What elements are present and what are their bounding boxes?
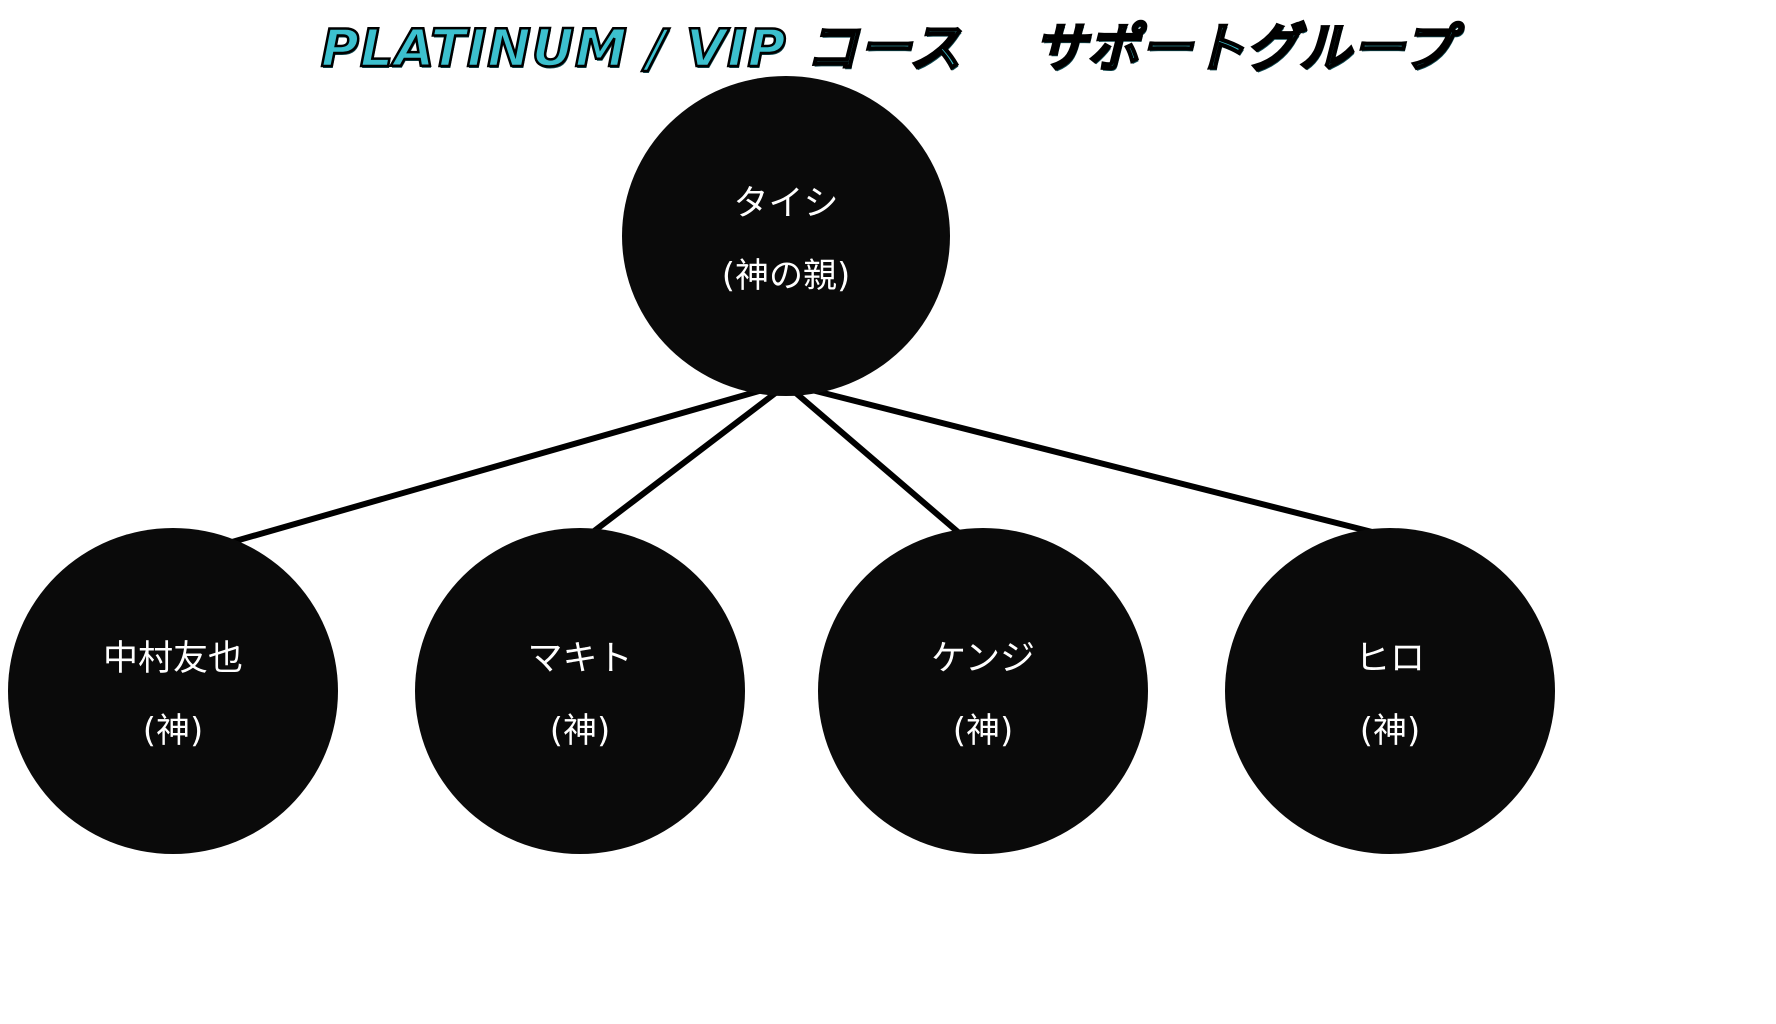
org-node-child-1-name: マキト bbox=[527, 639, 633, 679]
org-node-child-3-name: ヒロ bbox=[1354, 639, 1425, 679]
org-node-child-3: ヒロ (神) bbox=[1225, 528, 1555, 854]
connector-line-root-child-0 bbox=[231, 382, 781, 545]
org-node-child-0: 中村友也 (神) bbox=[8, 528, 338, 854]
org-node-child-2: ケンジ (神) bbox=[818, 528, 1148, 854]
connector-line-root-child-1 bbox=[583, 385, 784, 541]
org-node-root-name: タイシ bbox=[733, 184, 839, 224]
connector-line-root-child-2 bbox=[788, 385, 967, 541]
org-node-root-role: (神の親) bbox=[721, 256, 851, 296]
org-node-child-2-name: ケンジ bbox=[931, 639, 1035, 679]
org-node-child-0-name: 中村友也 bbox=[102, 639, 243, 679]
org-node-child-1: マキト (神) bbox=[415, 528, 745, 854]
org-node-child-1-role: (神) bbox=[549, 711, 611, 751]
connector-line-root-child-3 bbox=[791, 382, 1389, 539]
org-node-child-0-role: (神) bbox=[142, 711, 204, 751]
org-node-child-2-role: (神) bbox=[952, 711, 1014, 751]
org-node-root: タイシ (神の親) bbox=[622, 76, 950, 396]
org-node-child-3-role: (神) bbox=[1359, 711, 1421, 751]
diagram-title: PLATINUM / VIP コース サポートグループ bbox=[320, 18, 1456, 81]
